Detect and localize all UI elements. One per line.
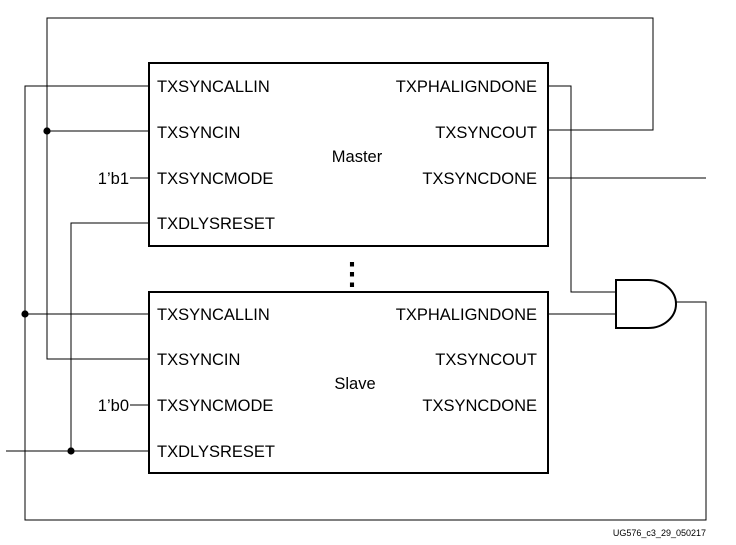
continuation-ellipsis: ⋮ [337,258,367,291]
junctions [21,127,75,455]
master-mode-constant: 1’b1 [98,170,129,188]
master-port-txsyncdone: TXSYNCDONE [422,170,537,188]
wire-master-phaligndone [548,85,616,293]
slave-box [148,291,549,474]
master-block: TXSYNCALLIN TXSYNCIN TXSYNCMODE TXDLYSRE… [148,62,549,247]
wire-txsyncallin-feedback [24,85,707,521]
master-port-txsyncmode: TXSYNCMODE [157,170,273,188]
slave-port-txsyncmode: TXSYNCMODE [157,397,273,415]
slave-block: TXSYNCALLIN TXSYNCIN TXSYNCMODE TXDLYSRE… [148,291,549,474]
figure-id: UG576_c3_29_050217 [613,528,706,538]
master-port-txsyncout: TXSYNCOUT [435,124,537,142]
slave-port-txsyncout: TXSYNCOUT [435,351,537,369]
master-port-txdlysreset: TXDLYSRESET [157,215,275,233]
slave-label: Slave [334,375,375,393]
wire-txsyncout-feedback [46,17,654,360]
master-port-txphaligndone: TXPHALIGNDONE [396,78,537,96]
and-gate [615,279,677,329]
master-port-txsyncin: TXSYNCIN [157,124,240,142]
wire-txdlysreset-master [70,222,149,451]
master-port-txsyncallin: TXSYNCALLIN [157,78,270,96]
slave-port-txphaligndone: TXPHALIGNDONE [396,306,537,324]
slave-mode-constant: 1’b0 [98,397,129,415]
junction-dot [21,310,29,318]
wires [6,17,707,521]
master-box [148,62,549,247]
slave-port-txsyncin: TXSYNCIN [157,351,240,369]
slave-port-txdlysreset: TXDLYSRESET [157,443,275,461]
slave-port-txsyncdone: TXSYNCDONE [422,397,537,415]
junction-dot [67,447,75,455]
master-label: Master [332,148,383,166]
slave-port-txsyncallin: TXSYNCALLIN [157,306,270,324]
junction-dot [43,127,51,135]
